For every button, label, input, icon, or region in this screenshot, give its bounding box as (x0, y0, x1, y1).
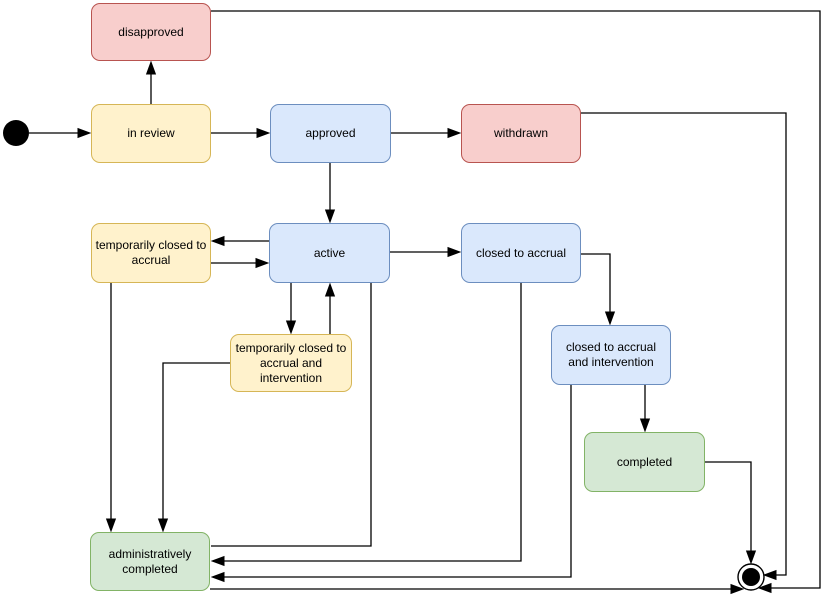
state-completed: completed (584, 432, 705, 492)
transition-disapproved-to-final (211, 10, 821, 588)
transition-closed-to-accrual-to-administratively-completed (213, 283, 522, 561)
state-temporarily-closed-to-accrual: temporarily closed to accrual (91, 223, 211, 283)
initial-state-node (3, 120, 29, 146)
final-state-core (742, 568, 760, 586)
state-disapproved: disapproved (91, 3, 211, 61)
state-active: active (269, 223, 390, 283)
transition-temporarily-closed-to-accrual-and-intervention-to-administratively-completed (163, 362, 230, 530)
state-in-review: in review (91, 104, 211, 163)
state-approved: approved (270, 104, 391, 163)
state-withdrawn: withdrawn (461, 104, 581, 163)
transition-active-to-administratively-completed (211, 283, 372, 547)
transition-closed-to-accrual-and-intervention-to-administratively-completed (213, 385, 572, 577)
terminals-group (3, 120, 765, 591)
transition-closed-to-accrual-to-closed-to-accrual-and-intervention (581, 253, 610, 323)
state-administratively-completed: administratively completed (90, 532, 210, 591)
transition-withdrawn-to-final (581, 112, 787, 575)
state-closed-to-accrual: closed to accrual (461, 223, 581, 283)
transitions-group (29, 10, 821, 589)
state-closed-to-accrual-and-intervention: closed to accrual and intervention (551, 325, 671, 385)
transition-completed-to-final (705, 461, 751, 562)
state-temporarily-closed-to-accrual-and-intervention: temporarily closed to accrual and interv… (230, 334, 352, 392)
